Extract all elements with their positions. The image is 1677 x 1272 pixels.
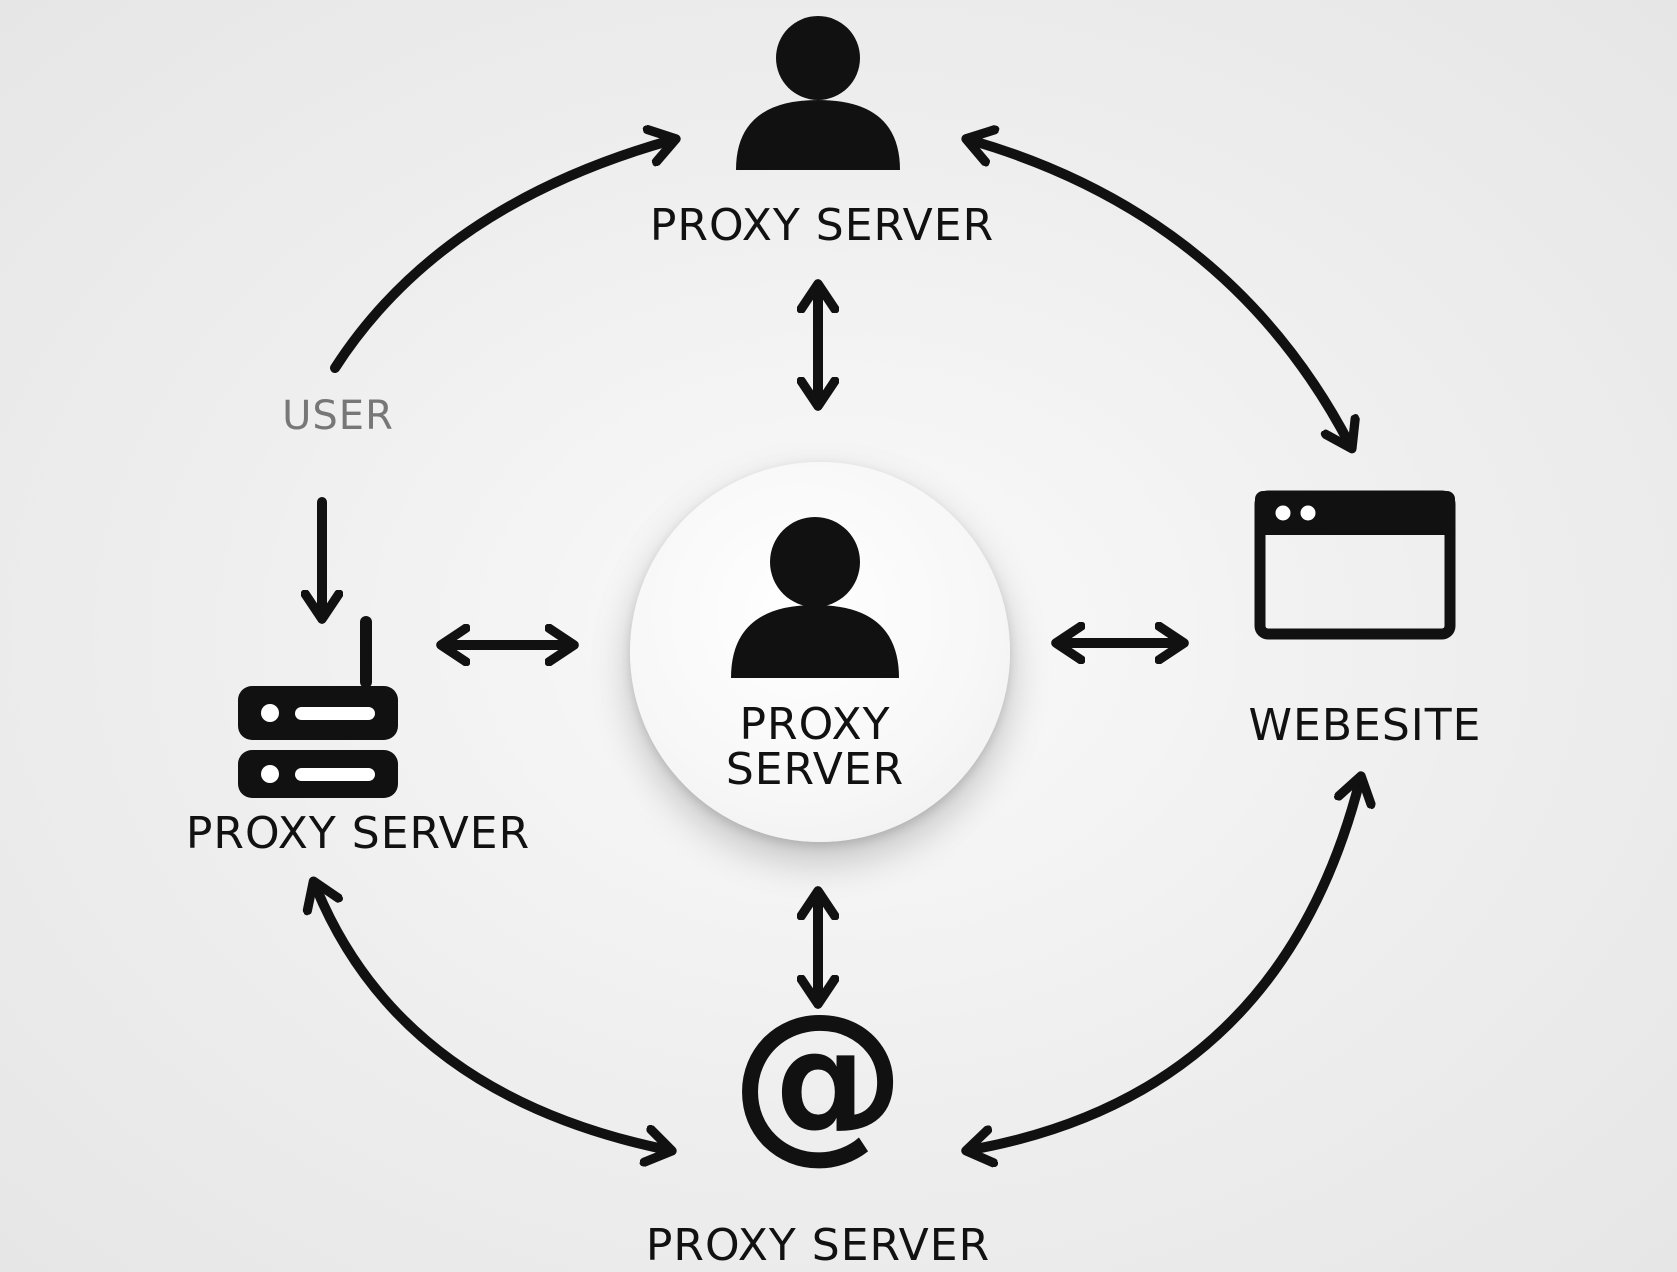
top-node-label: PROXY SERVER xyxy=(649,200,995,251)
browser-window-icon xyxy=(1254,490,1456,640)
at-sign-icon: @ xyxy=(731,977,906,1180)
user-icon xyxy=(731,517,899,678)
center-node-label: PROXY SERVER xyxy=(725,699,905,795)
arc-arrow-top-to-right xyxy=(970,140,1350,445)
user-label: USER xyxy=(282,393,394,439)
right-node-label: WEBESITE xyxy=(1248,700,1482,751)
arc-arrow-left-to-top xyxy=(330,140,672,373)
left-node-label: PROXY SERVER xyxy=(185,808,531,859)
router-icon xyxy=(238,616,398,798)
center-label-line2: SERVER xyxy=(725,744,905,795)
center-label-line1: PROXY xyxy=(739,699,891,751)
bottom-node-label: PROXY SERVER xyxy=(645,1220,991,1271)
arc-arrow-right-to-bottom xyxy=(970,780,1360,1150)
arc-arrow-left-to-bottom xyxy=(315,885,668,1150)
user-icon xyxy=(736,16,900,170)
